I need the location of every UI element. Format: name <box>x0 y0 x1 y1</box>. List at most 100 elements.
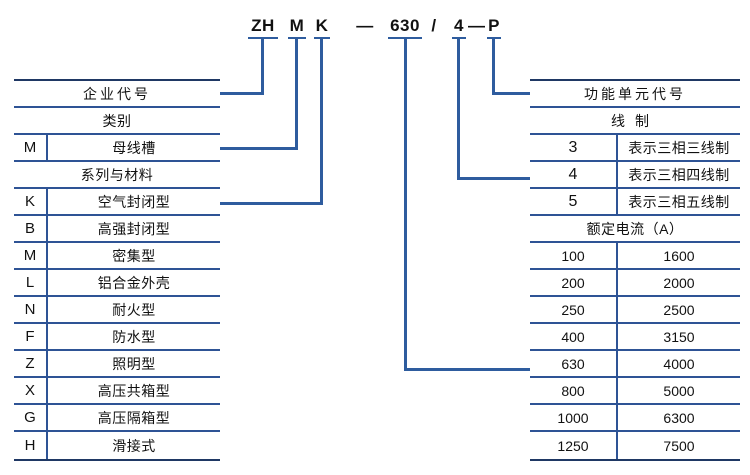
table-row: 250 2500 <box>530 297 740 324</box>
row-description-label: 高压共箱型 <box>97 382 171 399</box>
connector-p-horizontal <box>492 92 530 95</box>
code-token-m-1: M <box>288 16 306 39</box>
row-description-label: 高压隔箱型 <box>97 409 171 426</box>
table-row: 类别 <box>14 108 220 135</box>
table-row: 线制 <box>530 108 740 135</box>
row-description-label: 防水型 <box>112 328 156 345</box>
current-value-left: 400 <box>530 324 618 349</box>
row-description-label: 密集型 <box>112 247 156 264</box>
table-row: H 滑接式 <box>14 432 220 459</box>
current-value-right: 3150 <box>663 328 695 345</box>
table-row: B 高强封闭型 <box>14 216 220 243</box>
table-row: 400 3150 <box>530 324 740 351</box>
row-description-label: 母线槽 <box>112 139 156 156</box>
current-value-left: 200 <box>530 270 618 295</box>
connector-zh-vertical <box>261 38 264 95</box>
current-value-right: 7500 <box>663 437 695 454</box>
row-description-label: 空气封闭型 <box>97 193 171 210</box>
table-row: 1250 7500 <box>530 432 740 459</box>
row-description-label: 高强封闭型 <box>97 220 171 237</box>
section-header-label: 企业代号 <box>83 85 151 102</box>
current-value-left: 630 <box>530 351 618 376</box>
connector-4-vertical <box>457 38 460 180</box>
row-code-letter: 5 <box>530 189 618 214</box>
table-row: K 空气封闭型 <box>14 189 220 216</box>
code-token-dash-3: — <box>356 16 374 35</box>
connector-630-vertical <box>404 38 407 371</box>
current-value-left: 1250 <box>530 432 618 459</box>
connector-k-horizontal <box>220 202 323 205</box>
code-token-slash-5: / <box>431 16 437 35</box>
row-description-label: 铝合金外壳 <box>97 274 171 291</box>
row-code-letter: G <box>14 405 48 430</box>
connector-4-horizontal <box>457 177 530 180</box>
table-row: 系列与材料 <box>14 162 220 189</box>
current-value-left: 1000 <box>530 405 618 430</box>
current-value-right: 5000 <box>663 382 695 399</box>
connector-630-horizontal <box>404 368 530 371</box>
row-code-letter: 4 <box>530 162 618 187</box>
current-value-right: 2000 <box>663 274 695 291</box>
table-row: 功能单元代号 <box>530 81 740 108</box>
row-code-letter: N <box>14 297 48 322</box>
right-specification-table: 功能单元代号线制 3 表示三相三线制 4 表示三相四线制 5 表示三相五线制额定电流（A） 1… <box>530 79 740 461</box>
table-row: L 铝合金外壳 <box>14 270 220 297</box>
connector-m-horizontal <box>220 147 298 150</box>
current-value-left: 800 <box>530 378 618 403</box>
section-header-label: 线制 <box>611 112 659 129</box>
row-code-letter: 3 <box>530 135 618 160</box>
table-row: G 高压隔箱型 <box>14 405 220 432</box>
row-code-letter: F <box>14 324 48 349</box>
current-value-right: 6300 <box>663 409 695 426</box>
table-row: Z 照明型 <box>14 351 220 378</box>
connector-p-vertical <box>492 38 495 95</box>
section-header-label: 系列与材料 <box>80 166 154 183</box>
row-description-label: 耐火型 <box>112 301 156 318</box>
table-row: M 母线槽 <box>14 135 220 162</box>
table-row: X 高压共箱型 <box>14 378 220 405</box>
row-code-letter: M <box>14 135 48 160</box>
row-description-label: 表示三相五线制 <box>628 193 730 210</box>
row-code-letter: L <box>14 270 48 295</box>
code-token-4-6: 4 <box>452 16 466 39</box>
row-code-letter: B <box>14 216 48 241</box>
code-token-dash-7: — <box>468 16 486 35</box>
table-row: 企业代号 <box>14 81 220 108</box>
current-value-left: 100 <box>530 243 618 268</box>
table-row: 3 表示三相三线制 <box>530 135 740 162</box>
connector-k-vertical <box>320 38 323 205</box>
table-row: 5 表示三相五线制 <box>530 189 740 216</box>
row-code-letter: H <box>14 432 48 459</box>
row-code-letter: Z <box>14 351 48 376</box>
row-description-label: 表示三相三线制 <box>628 139 730 156</box>
connector-m-vertical <box>295 38 298 150</box>
section-header-label: 额定电流（A） <box>586 220 684 237</box>
section-header-label: 功能单元代号 <box>584 85 686 102</box>
current-value-right: 1600 <box>663 247 695 264</box>
code-token-p-8: P <box>487 16 501 39</box>
table-row: 200 2000 <box>530 270 740 297</box>
row-description-label: 滑接式 <box>112 437 156 454</box>
table-row: 1000 6300 <box>530 405 740 432</box>
table-row: F 防水型 <box>14 324 220 351</box>
row-description-label: 表示三相四线制 <box>628 166 730 183</box>
code-token-k-2: K <box>314 16 330 39</box>
current-value-right: 4000 <box>663 355 695 372</box>
current-value-right: 2500 <box>663 301 695 318</box>
table-row: 额定电流（A） <box>530 216 740 243</box>
code-token-zh-0: ZH <box>248 16 278 39</box>
connector-zh-horizontal <box>220 92 264 95</box>
section-header-label: 类别 <box>102 112 132 129</box>
row-description-label: 照明型 <box>112 355 156 372</box>
table-row: N 耐火型 <box>14 297 220 324</box>
table-row: 4 表示三相四线制 <box>530 162 740 189</box>
table-row: 630 4000 <box>530 351 740 378</box>
table-row: 100 1600 <box>530 243 740 270</box>
row-code-letter: K <box>14 189 48 214</box>
row-code-letter: X <box>14 378 48 403</box>
current-value-left: 250 <box>530 297 618 322</box>
code-token-630-4: 630 <box>388 16 422 39</box>
